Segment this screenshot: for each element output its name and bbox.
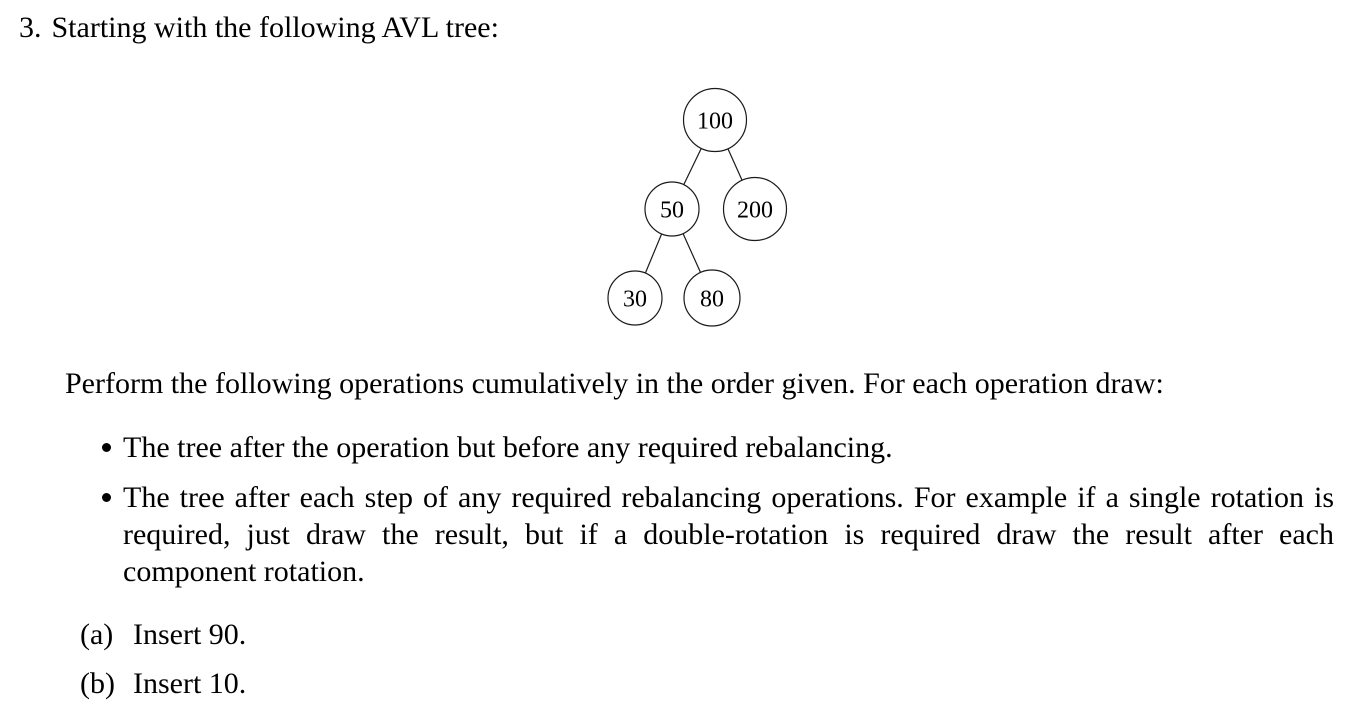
tree-node-circle bbox=[722, 176, 788, 242]
operation-label: (b) bbox=[80, 667, 115, 700]
tree-node-label: 80 bbox=[700, 286, 724, 312]
bullet-text: The tree after the operation but before … bbox=[123, 431, 893, 464]
operation-text: Insert 90. bbox=[133, 618, 247, 651]
tree-node-circle bbox=[607, 270, 663, 326]
problem-number: 3. bbox=[19, 11, 42, 44]
operations-list: (a) Insert 90. (b) Insert 10. bbox=[80, 616, 246, 702]
list-item: The tree after the operation but before … bbox=[102, 429, 1334, 466]
tree-node-label: 50 bbox=[660, 197, 684, 223]
operation-item-b: (b) Insert 10. bbox=[80, 665, 246, 702]
problem-intro-text: Starting with the following AVL tree: bbox=[51, 11, 499, 44]
bullet-text: The tree after each step of any required… bbox=[123, 481, 1334, 588]
instructions-list: The tree after the operation but before … bbox=[102, 429, 1334, 590]
tree-node-circle bbox=[683, 269, 741, 327]
tree-node-label: 30 bbox=[623, 286, 647, 312]
operation-label: (a) bbox=[80, 618, 114, 651]
tree-node-circle bbox=[682, 87, 748, 153]
operation-item-a: (a) Insert 90. bbox=[80, 616, 246, 653]
tree-node-label: 100 bbox=[697, 108, 733, 134]
operation-text: Insert 10. bbox=[133, 667, 247, 700]
list-item: The tree after each step of any required… bbox=[102, 479, 1334, 590]
problem-heading: 3. Starting with the following AVL tree: bbox=[19, 9, 499, 46]
tree-node-circle bbox=[644, 181, 700, 237]
instructions-paragraph: Perform the following operations cumulat… bbox=[65, 367, 1164, 400]
tree-node-label: 200 bbox=[737, 197, 773, 223]
